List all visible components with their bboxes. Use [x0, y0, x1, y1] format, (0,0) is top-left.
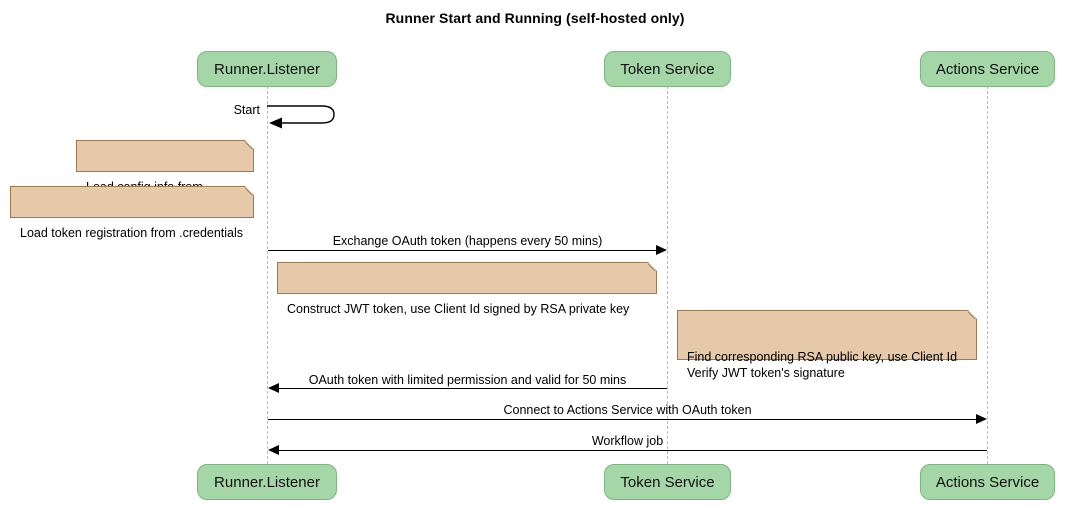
note-fold-icon — [245, 186, 254, 195]
message-line-exchange-oauth-token — [268, 250, 656, 251]
message-line-connect-actions-service — [268, 419, 976, 420]
participant-label: Actions Service — [935, 473, 1040, 491]
participant-label: Token Service — [620, 473, 715, 491]
participant-label: Runner.Listener — [214, 60, 320, 78]
arrowhead-right-icon — [976, 414, 987, 424]
message-line-workflow-job — [279, 450, 987, 451]
message-start-self-loop — [266, 101, 342, 133]
note-text: Find corresponding RSA public key, use C… — [687, 350, 958, 380]
note-fold-icon — [245, 140, 254, 149]
note-construct-jwt: Construct JWT token, use Client Id signe… — [277, 262, 657, 316]
note-load-token-registration: Load token registration from .credential… — [10, 186, 254, 240]
note-load-config: Load config info from .runner — [76, 140, 254, 210]
self-loop-arrow-icon — [267, 105, 335, 129]
page-title: Runner Start and Running (self-hosted on… — [385, 10, 685, 26]
note-verify-jwt: Find corresponding RSA public key, use C… — [677, 310, 977, 380]
participant-token-bottom[interactable]: Token Service — [604, 464, 731, 500]
message-label-workflow-job: Workflow job — [591, 434, 664, 448]
participant-actions-top[interactable]: Actions Service — [920, 51, 1055, 87]
participant-actions-bottom[interactable]: Actions Service — [920, 464, 1055, 500]
arrowhead-left-icon — [268, 383, 279, 393]
lifeline-token — [667, 86, 668, 464]
message-label-connect-actions-service: Connect to Actions Service with OAuth to… — [503, 403, 752, 417]
note-fold-icon — [968, 310, 977, 319]
note-text: Construct JWT token, use Client Id signe… — [287, 302, 630, 316]
participant-token-top[interactable]: Token Service — [604, 51, 731, 87]
participant-runner-top[interactable]: Runner.Listener — [197, 51, 337, 87]
message-label-start: Start — [233, 103, 260, 117]
message-label-exchange-oauth-token: Exchange OAuth token (happens every 50 m… — [332, 234, 603, 248]
message-line-oauth-token-response — [279, 388, 667, 389]
note-fold-icon — [648, 262, 657, 271]
arrowhead-left-icon — [268, 445, 279, 455]
arrowhead-right-icon — [656, 245, 667, 255]
participant-label: Actions Service — [935, 60, 1040, 78]
message-label-oauth-token-response: OAuth token with limited permission and … — [308, 373, 627, 387]
participant-runner-bottom[interactable]: Runner.Listener — [197, 464, 337, 500]
lifeline-actions — [987, 86, 988, 464]
participant-label: Token Service — [620, 60, 715, 78]
note-text: Load token registration from .credential… — [20, 226, 244, 240]
lifeline-runner — [267, 86, 268, 464]
participant-label: Runner.Listener — [214, 473, 320, 491]
